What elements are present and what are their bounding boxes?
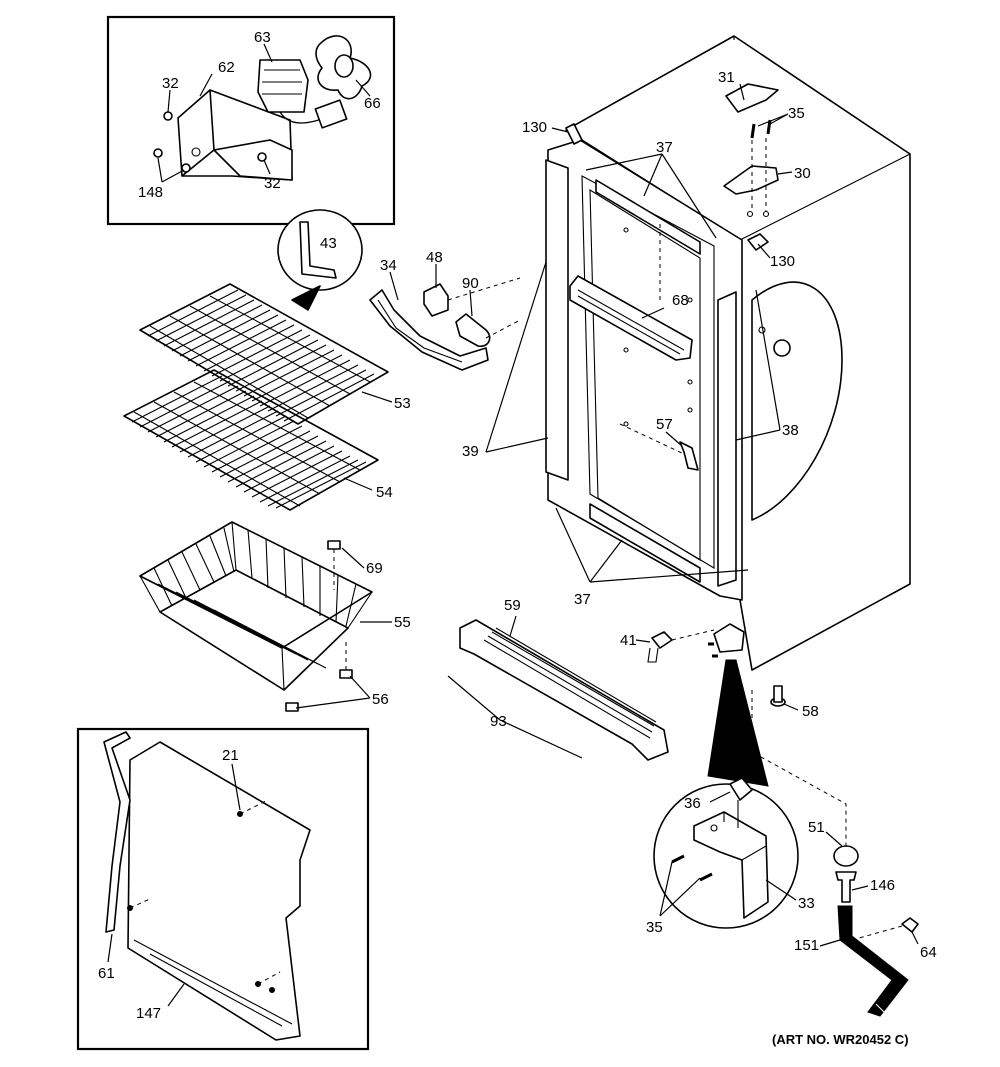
wire-shelf-lower	[123, 369, 379, 511]
door-pin-assembly: 51 146 151 64	[794, 819, 937, 1017]
callout-59: 59	[504, 597, 521, 614]
callout-53: 53	[394, 395, 411, 412]
callout-30: 30	[794, 165, 811, 182]
callout-56: 56	[372, 691, 389, 708]
callout-151: 151	[794, 937, 819, 954]
hinge-cap	[725, 83, 779, 113]
callout-68: 68	[672, 292, 689, 309]
callout-37: 37	[656, 139, 673, 156]
callout-146: 146	[870, 877, 895, 894]
callout-130-right: 130	[770, 253, 795, 270]
callout-38: 38	[782, 422, 799, 439]
callout-35-lower: 35	[646, 919, 663, 936]
callout-43: 43	[320, 235, 337, 252]
callout-31: 31	[718, 69, 735, 86]
callout-54: 54	[376, 484, 393, 501]
callout-62: 62	[218, 59, 235, 76]
light-assembly: 34 48 90	[369, 249, 521, 371]
callout-63: 63	[254, 29, 271, 46]
callout-69: 69	[366, 560, 383, 577]
callout-37-lower: 37	[574, 591, 591, 608]
callout-41: 41	[620, 632, 637, 649]
light-bulb	[455, 313, 491, 348]
callout-32-lower: 32	[264, 175, 281, 192]
callout-32: 32	[162, 75, 179, 92]
fan-motor-inset: 32 62 63 66 148 32	[106, 15, 396, 226]
detail-pointer	[707, 659, 769, 787]
toe-grille: 59 93	[447, 597, 669, 761]
callout-64: 64	[920, 944, 937, 961]
callout-21: 21	[222, 747, 239, 764]
callout-61: 61	[98, 965, 115, 982]
callout-147: 147	[136, 1005, 161, 1022]
callout-34: 34	[380, 257, 397, 274]
light-socket	[423, 283, 449, 317]
evaporator-cover	[127, 741, 311, 1041]
callout-36: 36	[684, 795, 701, 812]
bottom-hinge-detail: 36 35 33	[646, 659, 815, 936]
wire-basket	[139, 521, 373, 712]
evaporator-cover-inset: 21 61 147	[76, 727, 370, 1051]
fan-motor	[257, 59, 309, 113]
shelf-support	[569, 275, 693, 361]
callout-66: 66	[364, 95, 381, 112]
shelf-clip-detail: 43	[277, 209, 363, 311]
callout-55: 55	[394, 614, 411, 631]
door-stop	[651, 631, 673, 649]
callout-90: 90	[462, 275, 479, 292]
hinge-pin-rod	[837, 905, 909, 1017]
light-shield	[369, 289, 489, 371]
callout-35: 35	[788, 105, 805, 122]
callout-58: 58	[802, 703, 819, 720]
wire-shelf-upper	[139, 283, 389, 425]
callout-48: 48	[426, 249, 443, 266]
callout-57: 57	[656, 416, 673, 433]
callout-39: 39	[462, 443, 479, 460]
callout-148: 148	[138, 184, 163, 201]
callout-51: 51	[808, 819, 825, 836]
callout-130: 130	[522, 119, 547, 136]
grille	[459, 619, 669, 761]
cover-gasket-strip	[103, 731, 131, 933]
callout-93: 93	[490, 713, 507, 730]
art-number: (ART NO. WR20452 C)	[772, 1032, 909, 1047]
freezer-cabinet: 31 35 30 130 130 37 68 38 39 57 37 41 58	[462, 35, 911, 850]
callout-33: 33	[798, 895, 815, 912]
